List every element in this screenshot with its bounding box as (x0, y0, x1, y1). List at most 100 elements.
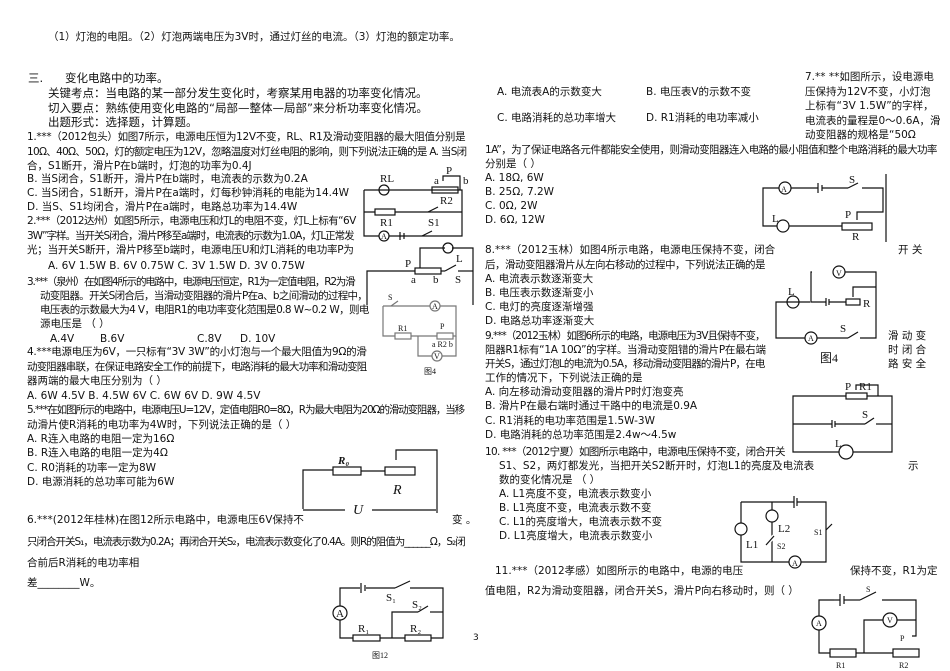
label-s1: S₁ (386, 592, 396, 604)
question-text: 开关S，通过灯泡L的电流为0.5A，移动滑动变阻器的滑片P，在电 (485, 358, 765, 370)
label-l2: L2 (778, 523, 790, 535)
ammeter-label: A (432, 302, 438, 311)
label-a: a (411, 274, 416, 286)
figure-caption: 图4 (820, 351, 838, 365)
label-r1: R1 (859, 381, 872, 393)
option: B.6V (100, 333, 125, 345)
page-number: 3 (473, 633, 479, 643)
label-l1: L1 (746, 539, 758, 551)
label-r2: a R2 b (432, 340, 453, 349)
option: A. L1亮度不变，电流表示数变小 (499, 488, 652, 500)
question-text: 差________W。 (27, 577, 101, 589)
figure-caption: 图4 (424, 367, 436, 376)
question-text: 开 关 (898, 244, 923, 256)
question-text: 1A”，为了保证电路各元件都能安全使用，则滑动变阻器连入电路的最小阻值和整个电路… (485, 144, 937, 156)
question-text: 后，滑动变阻器滑片从左向右移动的过程中，下列说法正确的是 (485, 259, 766, 271)
option: A. R连入电路的电阻一定为16Ω (27, 433, 175, 445)
question-text: 电压表的示数最大为4 V，电阻R1的电功率变化范围是0.8 W~0.2 W，则电 (40, 304, 369, 316)
option: D. 电路总功率逐渐变大 (485, 315, 595, 327)
circuit-diagram-q5: R₀ R U (302, 449, 438, 518)
label-r0: R₀ (337, 455, 349, 467)
question-text: 光；当开关S断开，滑片P移至b端时，电源电压U和灯L消耗的电功率P为 (27, 244, 354, 256)
label-r2: R₂ (410, 623, 421, 635)
label-a: a (434, 175, 439, 187)
option: D. L1亮度增大，电流表示数变小 (499, 530, 653, 542)
question-text: 时 闭 合 (888, 344, 927, 356)
section-title: 变化电路中的功率。 (65, 71, 169, 85)
option: A.4V (50, 333, 75, 345)
ammeter-label: A (781, 185, 787, 194)
label-s1: S1 (428, 217, 440, 229)
option: D. 电路消耗的总功率范围是2.4w～4.5w (485, 429, 677, 441)
voltmeter-label: V (836, 269, 842, 278)
question-text: 上标有“3V 1.5W”的字样， (805, 100, 934, 112)
circuit-diagram-q3: S A R1 P a R2 b V 图4 (382, 293, 457, 376)
label-l: L (772, 213, 779, 225)
question-text: 分别是（ ） (485, 158, 541, 170)
question-text: 3W”字样。当开关S闭合，滑片P移至a端时，电流表的示数为1.0A，灯L正常发 (27, 230, 355, 242)
question-text: 值电阻，R2为滑动变阻器，闭合开关S，滑片P向右移动时，则（ ） (485, 585, 799, 597)
options: A. 6W 4.5V B. 4.5W 6V C. 6W 6V D. 9W 4.5… (27, 390, 261, 402)
question-text: 示 (908, 460, 919, 472)
section-number: 三. (28, 71, 44, 85)
question-text: 11.***（2012孝感）如图所示的电路中，电源的电压 (495, 565, 744, 577)
label-r: R (852, 231, 860, 243)
options: A. 6V 1.5W B. 6V 0.75W C. 3V 1.5W D. 3V … (48, 260, 305, 272)
circuit-diagram-q10: L1 L2 S2 S1 A (734, 496, 833, 569)
question-text: S1、S2，两灯都发光，当把开关S2断开时，灯泡L1的亮度及电流表 (499, 460, 815, 472)
label-p: P (845, 381, 851, 393)
label-l: L (788, 286, 795, 298)
label-p: P (446, 165, 452, 177)
question-text: 4.***电源电压为6V，一只标有“3V 3W”的小灯泡与一个最大阻值为9Ω的滑 (27, 346, 367, 358)
option: B. R连入电路的电阻一定为4Ω (27, 447, 168, 459)
option: D. 电源消耗的总功率可能为6W (27, 476, 175, 488)
question-text: 9.***（2012玉林）如图6所示的电路，电源电压为3V且保持不变， (485, 330, 766, 342)
question-text: 电流表的量程是0～0.6A，滑 (805, 115, 941, 127)
option: C. 当S闭合，S1断开，滑片P在a端时，灯每秒钟消耗的电能为14.4W (27, 187, 350, 199)
label-r1: R1 (398, 324, 407, 333)
label-r1: R₁ (358, 623, 369, 635)
label-l: L (835, 438, 842, 450)
question-text: 合，S1断开，滑片P在b端时，灯泡的功率为0.4J (27, 160, 252, 172)
question-text: 7.** **如图所示，设电源电 (805, 71, 934, 83)
label-u: U (353, 503, 364, 518)
option: B. 滑片P在最右端时通过干路中的电流是0.9A (485, 400, 698, 412)
question-text: 压保持为12V不变，小灯泡 (805, 86, 931, 98)
question-text: 数的变化情况是 （ ） (499, 474, 601, 486)
label-s: S (866, 585, 870, 594)
label-r: R (392, 483, 402, 498)
entry-point: 切入要点：熟练使用变化电路的“局部—整体—局部”来分析功率变化情况。 (48, 101, 428, 115)
question-text: 动变阻器串联，在保证电路安全工作的前提下，电路消耗的最大功率和滑动变阻 (27, 361, 367, 373)
label-r: R (863, 298, 871, 310)
option: C. R0消耗的功率一定为8W (27, 462, 157, 474)
ammeter-label: A (381, 232, 387, 241)
label-b: b (433, 274, 439, 286)
label-p: P (900, 634, 905, 643)
label-p: P (405, 258, 411, 270)
circuit-diagram-q6: A S₁ S₂ R₁ R₂ 图12 (332, 580, 444, 660)
option: D. 6Ω, 12W (485, 214, 545, 226)
ammeter-label: A (792, 559, 798, 568)
option: A. 电流表示数逐渐变大 (485, 273, 594, 285)
label-r2: R2 (440, 195, 453, 207)
label-s: S (455, 274, 461, 286)
label-s: S (862, 409, 868, 421)
question-text: 动变阻器的规格是“50Ω (805, 129, 916, 141)
question-text: 8.***（2012玉林）如图4所示电路，电源电压保持不变，闭合 (485, 244, 776, 256)
question-text: 6.***(2012年桂林)在图12所示电路中，电源电压6V保持不 (27, 514, 304, 526)
question-text: 10Ω、40Ω、50Ω，灯的额定电压为12V，忽略温度对灯丝电阻的影响，则下列说… (27, 146, 467, 158)
option: D. R1消耗的电功率减小 (646, 112, 759, 124)
question-text: 源电压是 （ ） (40, 318, 110, 330)
key-point: 关键考点：当电路的某一部分发生变化时，考察某用电器的功率变化情况。 (48, 86, 428, 100)
intro-questions: （1）灯泡的电阻。（2）灯泡两端电压为3V时，通过灯丝的电流。（3）灯泡的额定功… (48, 31, 460, 43)
label-r1: R1 (380, 217, 393, 229)
label-r1: R1 (836, 661, 845, 670)
voltmeter-label: V (887, 616, 893, 625)
option: A. 向左移动滑动变阻器的滑片P时灯泡变亮 (485, 386, 684, 398)
label-b: b (463, 175, 469, 187)
voltmeter-label: V (434, 352, 440, 361)
option: A. 18Ω, 6W (485, 172, 544, 184)
label-l: L (456, 253, 463, 265)
circuit-diagram-q7: A S L P R (762, 174, 887, 243)
question-text: 路 安 全 (888, 358, 927, 370)
